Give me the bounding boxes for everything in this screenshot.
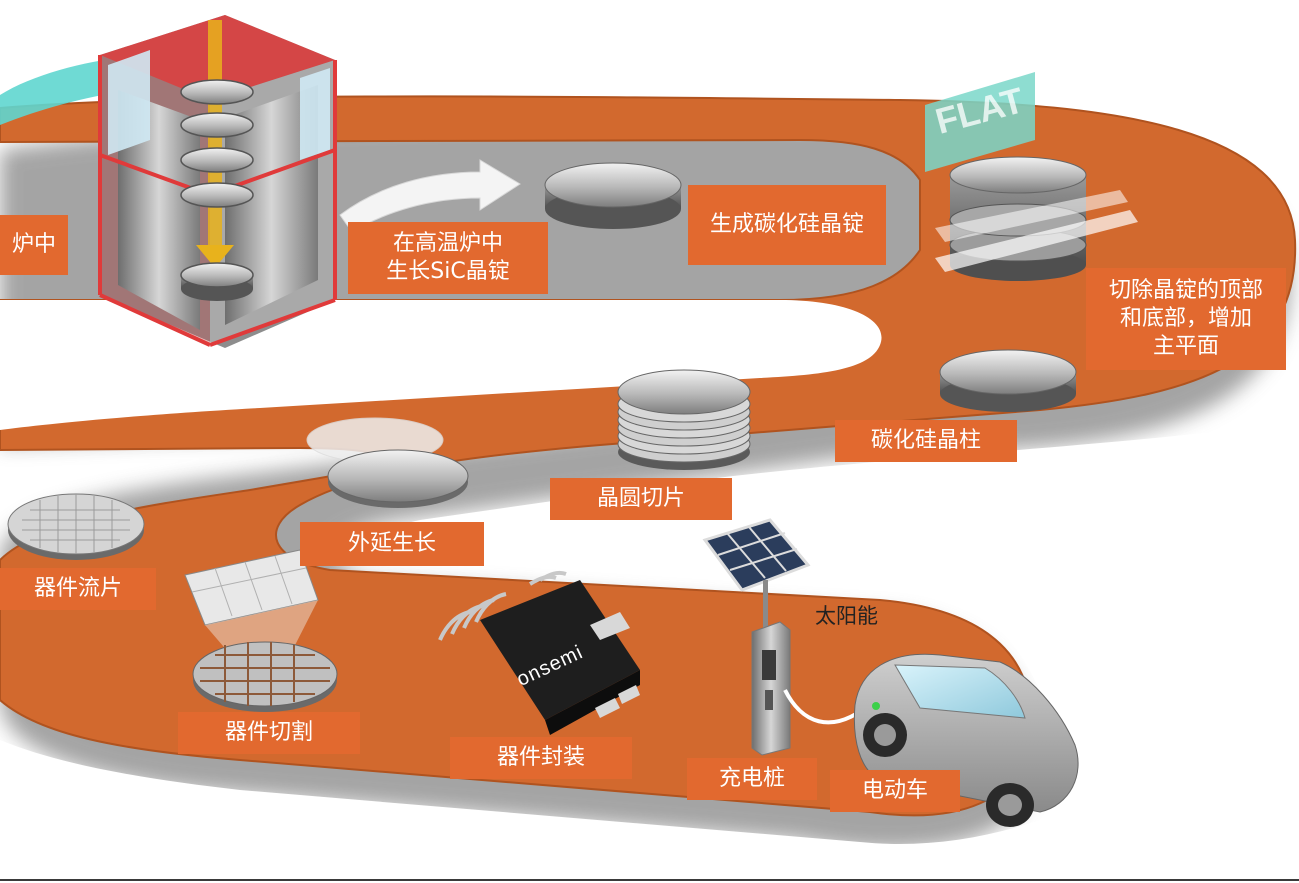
solar-panel [702, 518, 811, 630]
label-ev: 电动车 [830, 770, 960, 812]
label-epitaxy: 外延生长 [300, 522, 484, 566]
sic-ingot [544, 162, 682, 229]
label-text: 生成碳化硅晶锭 [709, 212, 864, 237]
label-ingot-formed: 生成碳化硅晶锭 [688, 185, 886, 265]
device-wafer [7, 493, 145, 560]
label-charging-pile: 充电桩 [687, 758, 817, 800]
power-package [438, 570, 640, 735]
label-grow-ingot: 在高温炉中 生长SiC晶锭 [348, 222, 548, 294]
label-text: 主平面 [1152, 334, 1219, 359]
label-text: 炉中 [11, 232, 56, 257]
charging-pile [751, 621, 877, 756]
label-boule: 碳化硅晶柱 [835, 420, 1017, 462]
label-solar: 太阳能 [815, 604, 878, 628]
dicing-wafer [184, 549, 338, 712]
flat-ingot-stack [925, 72, 1138, 281]
road-gap-left [0, 740, 1040, 883]
epitaxy-wafer [306, 417, 469, 508]
label-text: 器件切割 [224, 720, 313, 745]
sic-boule [939, 349, 1077, 412]
label-furnace-partial: 炉中 [0, 215, 68, 275]
label-text: 碳化硅晶柱 [870, 428, 981, 453]
label-text: 生长SiC晶锭 [386, 259, 510, 284]
label-text: 和底部，增加 [1119, 306, 1252, 331]
furnace-discs [180, 79, 254, 301]
label-text: 切除晶锭的顶部 [1108, 278, 1263, 303]
label-device-fab: 器件流片 [0, 568, 156, 610]
label-text: 晶圆切片 [596, 486, 685, 511]
label-cut-flat: 切除晶锭的顶部 和底部，增加 主平面 [1086, 268, 1286, 370]
label-text: 在高温炉中 [392, 231, 503, 256]
white-arrow [339, 159, 521, 233]
furnace [98, 15, 337, 348]
label-text: 电动车 [861, 778, 928, 803]
label-text: 器件封装 [496, 745, 585, 770]
label-packaging: 器件封装 [450, 737, 632, 779]
wafer-stack [617, 369, 751, 470]
label-dicing: 器件切割 [178, 712, 360, 754]
label-text: 充电桩 [718, 766, 785, 791]
label-wafer-slicing: 晶圆切片 [550, 478, 732, 520]
label-text: 器件流片 [33, 576, 122, 601]
label-text: 外延生长 [347, 531, 436, 556]
